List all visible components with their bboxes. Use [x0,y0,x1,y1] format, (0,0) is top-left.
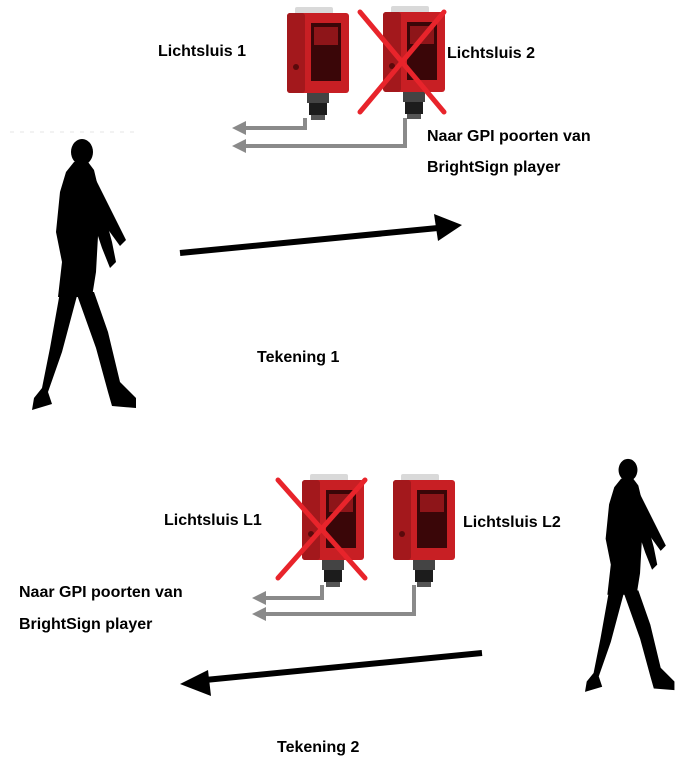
cable-arrowhead-icon [252,591,266,605]
sensor-l1-label: Lichtsluis L1 [164,512,262,529]
cable-arrowhead-icon [232,139,246,153]
cross-mark-icon [357,9,447,115]
caption-drawing-2: Tekening 2 [277,739,360,756]
cross-mark-icon [275,477,368,581]
direction-arrow-icon [180,650,483,696]
gpi-label-line-1: Naar GPI poorten van [427,128,591,145]
direction-arrow-icon [179,214,462,256]
cable-arrowhead-icon [232,121,246,135]
light-barrier-sensor-icon [393,474,455,587]
sensor-1-label: Lichtsluis 1 [158,43,247,60]
gpi-destination-label: Naar GPI poorten van BrightSign player [19,577,183,641]
caption-drawing-1: Tekening 1 [257,349,340,366]
light-barrier-sensor-icon [287,7,349,120]
drawing-1 [10,6,462,410]
walking-person-icon [585,458,675,692]
drawing-2 [180,458,675,696]
cable-arrowhead-icon [252,607,266,621]
gpi-label-line-2: BrightSign player [19,616,153,633]
gpi-destination-label: Naar GPI poorten van BrightSign player [427,121,591,183]
gpi-label-line-2: BrightSign player [427,159,561,176]
gpi-cables [240,118,407,148]
sensor-2-label: Lichtsluis 2 [447,45,536,62]
gpi-cables [262,585,416,616]
gpi-label-line-1: Naar GPI poorten van [19,584,183,601]
sensor-l2-label: Lichtsluis L2 [463,514,561,531]
walking-person-icon [32,139,136,410]
